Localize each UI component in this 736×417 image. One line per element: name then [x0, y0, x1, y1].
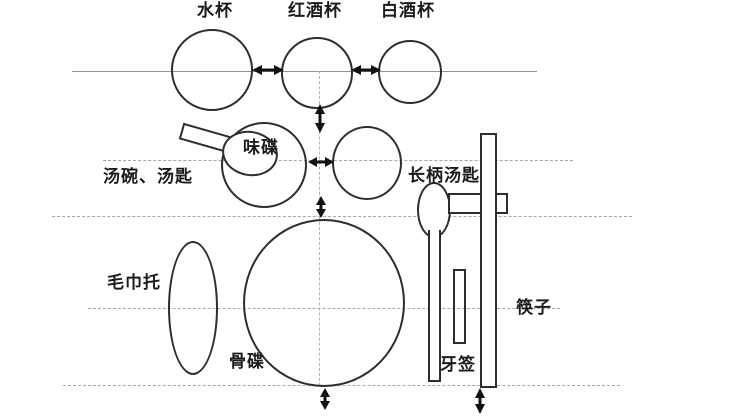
- spacing-arrow-redwine-down: [315, 104, 325, 133]
- spacing-arrow-bowl-plate: [316, 196, 326, 218]
- spacing-arrow-chopsticks-edge: [475, 388, 485, 414]
- water-cup-label: 水杯: [197, 1, 233, 20]
- spacing-arrow-plate-edge: [320, 388, 330, 410]
- white-wine-cup-label: 白酒杯: [381, 1, 435, 20]
- chopsticks-label: 筷子: [516, 298, 552, 317]
- spacing-arrow-water-redwine: [252, 65, 284, 75]
- guide-line-row5: [63, 385, 620, 386]
- sauce-dish-circle: [332, 126, 402, 200]
- guide-line-row3: [52, 216, 632, 217]
- bone-plate-circle: [243, 219, 405, 387]
- chopstick-rest-bar: [448, 193, 508, 214]
- soup-bowl-circle: [221, 122, 307, 208]
- chopsticks-bar: [480, 133, 497, 388]
- red-wine-cup-label: 红酒杯: [288, 1, 342, 20]
- long-handle-spoon-label: 长柄汤匙: [408, 166, 480, 185]
- spacing-arrow-bowl-saucedish: [308, 157, 334, 167]
- towel-holder-ellipse: [168, 241, 218, 375]
- towel-holder-label: 毛巾托: [107, 273, 161, 292]
- spacing-arrow-redwine-whitewine: [351, 65, 381, 75]
- red-wine-cup-circle: [281, 37, 353, 109]
- water-cup-circle: [171, 29, 253, 111]
- toothpick-label: 牙签: [440, 355, 476, 374]
- bone-plate-label: 骨碟: [229, 352, 265, 371]
- soup-bowl-spoon-label: 汤碗、汤匙: [103, 167, 193, 186]
- white-wine-cup-circle: [378, 40, 442, 104]
- long-spoon-handle: [428, 230, 441, 382]
- sauce-dish-label: 味碟: [243, 138, 279, 157]
- toothpick-bar: [453, 269, 466, 344]
